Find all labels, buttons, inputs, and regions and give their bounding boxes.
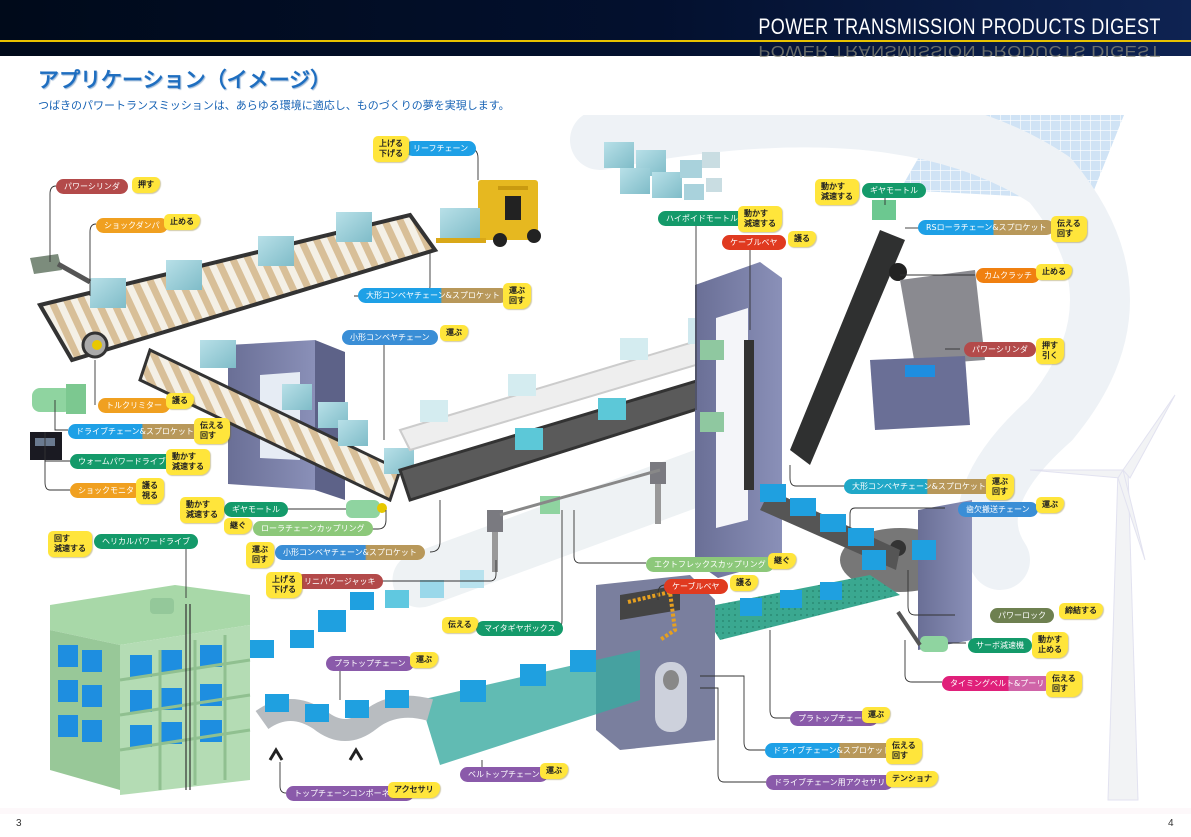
label-drive-chain-accessory[interactable]: ドライブチェーン用アクセサリ: [766, 775, 894, 790]
header-band: POWER TRANSMISSION PRODUCTS DIGEST POWER…: [0, 0, 1191, 60]
plastic-top-conveyor: [700, 575, 900, 640]
blue-parts: [250, 484, 936, 658]
label-gear-motor-2[interactable]: ギヤモートル: [862, 183, 926, 198]
verb-servo-reducer: 動かす 止める: [1032, 632, 1068, 658]
label-power-cylinder-1[interactable]: パワーシリンダ: [56, 179, 128, 194]
label-cable-carrier-1[interactable]: ケーブルベヤ: [722, 235, 786, 250]
verb-timing-belt: 伝える 回す: [1046, 671, 1082, 697]
label-large-conveyor-chain-1[interactable]: 大形コンベヤチェーン&スプロケット: [358, 288, 508, 303]
storage-building: [50, 585, 251, 795]
label-shock-monitor[interactable]: ショックモニタ: [70, 483, 142, 498]
verb-gear-motor-1: 動かす 減速する: [180, 497, 224, 523]
verb-drive-chain-1: 伝える 回す: [194, 418, 230, 444]
servo-reducer-device: [896, 610, 948, 652]
label-toothed-chain[interactable]: 歯欠搬送チェーン: [958, 502, 1038, 517]
label-gear-motor-1[interactable]: ギヤモートル: [224, 502, 288, 517]
label-drive-chain-1[interactable]: ドライブチェーン&スプロケット: [68, 424, 202, 439]
label-power-lock[interactable]: パワーロック: [990, 608, 1054, 623]
label-worm-power-drive[interactable]: ウォームパワードライブ: [70, 454, 174, 469]
verb-power-lock: 締結する: [1059, 603, 1103, 619]
label-small-conveyor-chain[interactable]: 小形コンベヤチェーン: [342, 330, 438, 345]
verb-small-conveyor-sprocket: 運ぶ 回す: [246, 542, 274, 568]
verb-shock-damper: 止める: [164, 214, 200, 230]
verb-miter-gearbox: 伝える: [442, 617, 478, 633]
label-rs-roller-chain[interactable]: RSローラチェーン&スプロケット: [918, 220, 1055, 235]
verb-drive-chain-accessory: テンショナ: [886, 771, 938, 787]
verb-torque-limiter: 護る: [166, 393, 194, 409]
page-subtitle: つばきのパワートランスミッションは、あらゆる環境に適応し、ものづくりの夢を実現し…: [38, 99, 510, 112]
wind-turbine: [1029, 394, 1176, 801]
label-ectoflex-coupling[interactable]: エクトフレックスカップリング: [646, 557, 774, 572]
verb-cable-carrier-2: 護る: [730, 575, 758, 591]
verb-power-cylinder-2: 押す 引く: [1036, 338, 1064, 364]
verb-top-chain-component: アクセサリ: [388, 782, 440, 798]
label-helical-power-drive[interactable]: ヘリカルパワードライブ: [94, 534, 198, 549]
verb-cam-clutch: 止める: [1036, 264, 1072, 280]
footer-band: [0, 808, 1191, 814]
factory-illustration: [30, 115, 1176, 801]
label-hypoid-motor[interactable]: ハイポイドモートル: [658, 211, 746, 226]
label-lini-power-jack[interactable]: リニパワージャッキ: [296, 574, 384, 589]
verb-cable-carrier-1: 護る: [788, 231, 816, 247]
verb-small-conveyor-chain: 運ぶ: [440, 325, 468, 341]
brand-title: POWER TRANSMISSION PRODUCTS DIGEST: [758, 14, 1161, 39]
label-shock-damper[interactable]: ショックダンパ: [96, 218, 168, 233]
verb-hypoid-motor: 動かす 減速する: [738, 206, 782, 232]
label-timing-belt[interactable]: タイミングベルト&プーリ: [942, 676, 1053, 691]
verb-leaf-chain: 上げる 下げる: [373, 136, 409, 162]
label-belt-top-chain[interactable]: ベルトップチェーン: [460, 767, 548, 782]
verb-shock-monitor: 護る 視る: [136, 478, 164, 504]
verb-worm-power-drive: 動かす 減速する: [166, 449, 210, 475]
label-drive-chain-2[interactable]: ドライブチェーン&スプロケット: [765, 743, 899, 758]
jack-devices: [487, 462, 666, 572]
page-number-right: 4: [1168, 818, 1174, 829]
label-power-cylinder-2[interactable]: パワーシリンダ: [964, 342, 1036, 357]
label-cam-clutch[interactable]: カムクラッチ: [976, 268, 1040, 283]
verb-large-conveyor-chain-1: 運ぶ 回す: [503, 283, 531, 309]
label-plastic-top-chain-1[interactable]: プラトップチェーン: [326, 656, 414, 671]
verb-drive-chain-2: 伝える 回す: [886, 738, 922, 764]
worm-drive-device: [30, 384, 86, 460]
brand-title-reflection: POWER TRANSMISSION PRODUCTS DIGEST: [758, 42, 1161, 61]
label-large-conveyor-chain-2[interactable]: 大形コンベヤチェーン&スプロケット: [844, 479, 994, 494]
label-plastic-top-chain-2[interactable]: プラトップチェーン: [790, 711, 878, 726]
curved-top-chain: [255, 690, 434, 761]
label-small-conveyor-sprocket[interactable]: 小形コンベヤチェーン&スプロケット: [275, 545, 425, 560]
verb-toothed-chain: 運ぶ: [1036, 497, 1064, 513]
power-cylinder-device: [30, 254, 92, 285]
verb-helical-power-drive: 回す 減速する: [48, 531, 92, 557]
label-cable-carrier-2[interactable]: ケーブルベヤ: [664, 579, 728, 594]
large-conveyor: [36, 212, 439, 363]
box-stack: [604, 142, 722, 200]
verb-ectoflex-coupling: 継ぐ: [768, 553, 796, 569]
verb-plastic-top-chain-2: 運ぶ: [862, 707, 890, 723]
verb-large-conveyor-chain-2: 運ぶ 回す: [986, 474, 1014, 500]
verb-rs-roller-chain: 伝える 回す: [1051, 216, 1087, 242]
verb-gear-motor-2: 動かす 減速する: [815, 179, 859, 205]
label-roller-chain-coupling[interactable]: ローラチェーンカップリング: [253, 521, 373, 536]
page-number-left: 3: [16, 818, 22, 829]
verb-roller-chain-coupling: 継ぐ: [224, 518, 252, 534]
belt-conveyor: [398, 318, 718, 502]
header-gold-rule: [0, 40, 1191, 42]
gear-motor-device: [346, 500, 387, 518]
lower-tube: [392, 442, 748, 608]
drive-box: [596, 575, 715, 750]
vertical-tower: [695, 262, 782, 578]
forklift: [436, 180, 541, 247]
label-miter-gearbox[interactable]: マイタギヤボックス: [476, 621, 564, 636]
verb-power-cylinder-1: 押す: [132, 177, 160, 193]
verb-lini-power-jack: 上げる 下げる: [266, 572, 302, 598]
label-leaf-chain[interactable]: リーフチェーン: [405, 141, 477, 156]
label-torque-limiter[interactable]: トルクリミター: [98, 398, 170, 413]
label-top-chain-component[interactable]: トップチェーンコンポーネント: [286, 786, 414, 801]
label-servo-reducer[interactable]: サーボ減速機: [968, 638, 1032, 653]
verb-belt-top-chain: 運ぶ: [540, 763, 568, 779]
verb-plastic-top-chain-1: 運ぶ: [410, 652, 438, 668]
page-title: アプリケーション（イメージ）: [38, 68, 332, 92]
bucket-elevator: [790, 200, 985, 465]
belt-top-conveyor: [420, 650, 640, 765]
